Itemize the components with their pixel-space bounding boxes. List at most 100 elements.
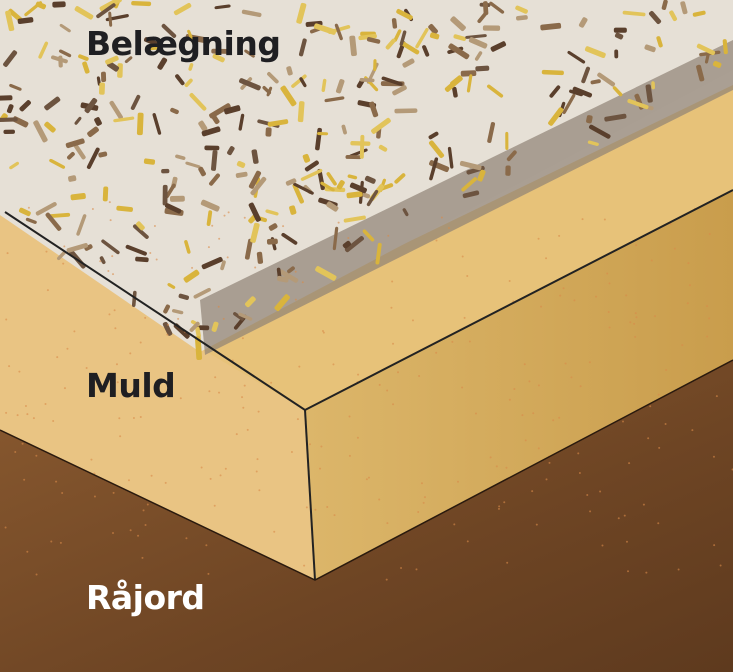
mulch-chip (108, 11, 113, 27)
mulch-chip (490, 41, 507, 52)
mulch-chip (251, 149, 259, 164)
mulch-chip (66, 243, 88, 253)
mulch-chip (489, 1, 505, 14)
soil-speck (18, 370, 21, 373)
soil-speck (599, 490, 602, 493)
soil-speck (387, 234, 390, 237)
soil-speck (537, 237, 540, 240)
soil-speck (337, 221, 340, 224)
soil-speck (347, 237, 350, 240)
mulch-chip (266, 238, 278, 245)
mulch-chip (201, 256, 223, 270)
soil-speck (664, 423, 667, 426)
mulch-chip (590, 79, 601, 85)
mulch-chip (131, 290, 137, 307)
soil-speck (606, 272, 609, 275)
mulch-chip (171, 309, 184, 315)
soil-speck (114, 327, 117, 330)
mulch-chip (505, 131, 509, 151)
soil-speck (521, 414, 524, 417)
soil-speck (243, 216, 246, 219)
soil-speck (290, 450, 293, 453)
soil-speck (270, 381, 273, 384)
mulch-chip (25, 217, 37, 224)
mulch-chip (200, 199, 220, 212)
soil-speck (435, 351, 438, 354)
soil-speck (601, 544, 604, 547)
mulch-chip (450, 75, 463, 87)
mulch-chip (250, 222, 260, 243)
soil-speck (564, 362, 567, 365)
mulch-chip (3, 129, 15, 134)
mulch-chip (391, 18, 398, 29)
mulch-chip (371, 117, 391, 134)
mulch-chip (143, 158, 156, 165)
soil-speck (608, 326, 611, 329)
soil-speck (108, 313, 111, 316)
mulch-chip (266, 86, 273, 97)
soil-speck (708, 233, 711, 236)
mulch-chip (291, 74, 307, 88)
mulch-chip (239, 78, 261, 91)
topsoil-top-face (195, 85, 733, 410)
mulch-chip (211, 321, 219, 332)
mulch-chip (98, 151, 108, 158)
mulch-chip (35, 202, 57, 216)
soil-speck (59, 541, 62, 544)
mulch-chip (235, 171, 248, 178)
soil-speck (523, 363, 526, 366)
topsoil-front-right-face (305, 190, 733, 580)
soil-speck (85, 367, 88, 370)
mulch-chip (109, 100, 123, 120)
soil-speck (137, 534, 140, 537)
soil-speck (650, 259, 653, 262)
soil-speck (669, 223, 672, 226)
soil-speck (595, 295, 598, 298)
soil-speck (294, 298, 297, 301)
soil-speck (282, 225, 285, 228)
soil-speck (118, 417, 121, 420)
soil-speck (8, 365, 11, 368)
mulch-chip (567, 50, 586, 64)
mulch-chip (74, 116, 82, 125)
soil-speck (558, 234, 561, 237)
mulch-chip (506, 150, 517, 162)
mulch-chip (193, 287, 211, 299)
soil-speck (461, 386, 464, 389)
mulch-chip (474, 51, 483, 61)
mulch-chip (394, 108, 418, 114)
soil-speck (116, 381, 119, 384)
mulch-chip (300, 168, 323, 181)
soil-speck (63, 245, 66, 248)
soil-speck (5, 318, 8, 321)
soil-speck (474, 412, 477, 415)
soil-speck (319, 467, 322, 470)
mulch-chip (692, 10, 706, 17)
mulch-chip (549, 85, 561, 98)
soil-speck (223, 214, 226, 217)
mulch-chip (136, 112, 144, 136)
soil-speck (314, 508, 317, 511)
mulch-chip (167, 283, 176, 289)
soil-speck (111, 531, 114, 534)
soil-speck (489, 456, 492, 459)
soil-speck (144, 316, 147, 319)
mulch-chip (265, 127, 272, 137)
soil-speck (453, 523, 456, 526)
mulch-chip (375, 242, 382, 265)
soil-speck (451, 340, 454, 343)
mulch-chip (52, 1, 66, 8)
mulch-chip (99, 256, 106, 265)
soil-speck (155, 258, 158, 261)
mulch-chip (125, 244, 147, 256)
soil-speck (150, 474, 153, 477)
soil-speck (254, 266, 257, 269)
mulch-chip (44, 96, 61, 111)
mulch-chip (336, 180, 345, 190)
soil-speck (149, 252, 152, 255)
soil-speck (657, 522, 660, 525)
mulch-chip (326, 172, 337, 186)
mulch-chip (233, 312, 244, 321)
soil-speck (294, 270, 297, 273)
mulch-chip (447, 146, 454, 169)
